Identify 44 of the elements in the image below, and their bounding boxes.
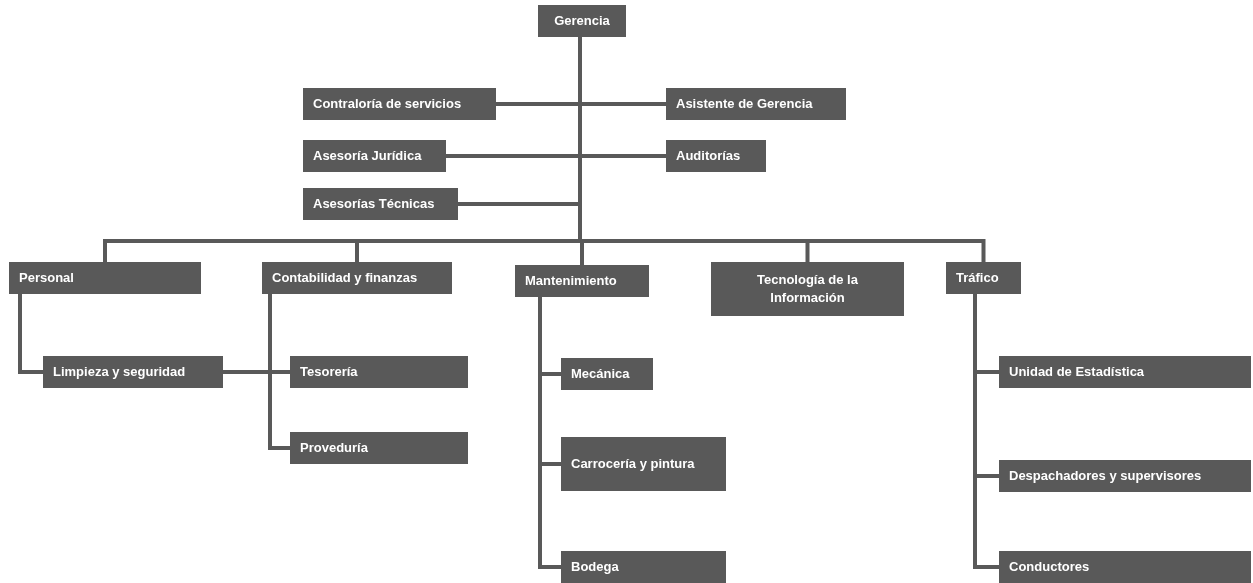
org-box xyxy=(303,140,446,172)
org-box xyxy=(43,356,223,388)
org-box xyxy=(666,88,846,120)
org-box xyxy=(999,460,1251,492)
org-box xyxy=(290,356,468,388)
org-box xyxy=(711,262,904,316)
org-box xyxy=(999,551,1251,583)
org-box xyxy=(538,5,626,37)
box-label: Asesoría Jurídica xyxy=(313,147,422,165)
org-box xyxy=(290,432,468,464)
box-label: Personal xyxy=(19,269,74,287)
org-box xyxy=(946,262,1021,294)
box-label: Tecnología de la Información xyxy=(756,271,859,307)
box-label: Bodega xyxy=(571,558,619,576)
connector-line xyxy=(973,294,999,569)
box-label: Conductores xyxy=(1009,558,1090,576)
box-label: Mecánica xyxy=(571,365,630,383)
org-box xyxy=(561,437,726,491)
org-box xyxy=(561,358,653,390)
box-label: Tráfico xyxy=(956,269,999,287)
box-label: Proveduría xyxy=(300,439,368,457)
connector-line xyxy=(268,294,290,450)
box-label: Despachadores y supervisores xyxy=(1009,467,1202,485)
box-label: Unidad de Estadística xyxy=(1009,363,1145,381)
box-label: Asesorías Técnicas xyxy=(313,195,435,213)
org-box xyxy=(515,265,649,297)
org-box xyxy=(666,140,766,172)
box-label: Limpieza y seguridad xyxy=(53,363,186,381)
org-box xyxy=(561,551,726,583)
box-label: Contraloría de servicios xyxy=(313,95,462,113)
connector-line xyxy=(18,294,43,374)
box-label: Tesorería xyxy=(300,363,358,381)
box-label: Gerencia xyxy=(554,12,610,30)
org-box xyxy=(303,88,496,120)
box-label: Asistente de Gerencia xyxy=(676,95,813,113)
org-box xyxy=(999,356,1251,388)
box-label: Contabilidad y finanzas xyxy=(272,269,418,287)
org-box xyxy=(262,262,452,294)
box-label: Auditorías xyxy=(676,147,741,165)
connector-line xyxy=(223,370,290,374)
org-box xyxy=(9,262,201,294)
box-label: Mantenimiento xyxy=(525,272,617,290)
box-label: Carrocería y pintura xyxy=(571,455,695,473)
org-box xyxy=(303,188,458,220)
